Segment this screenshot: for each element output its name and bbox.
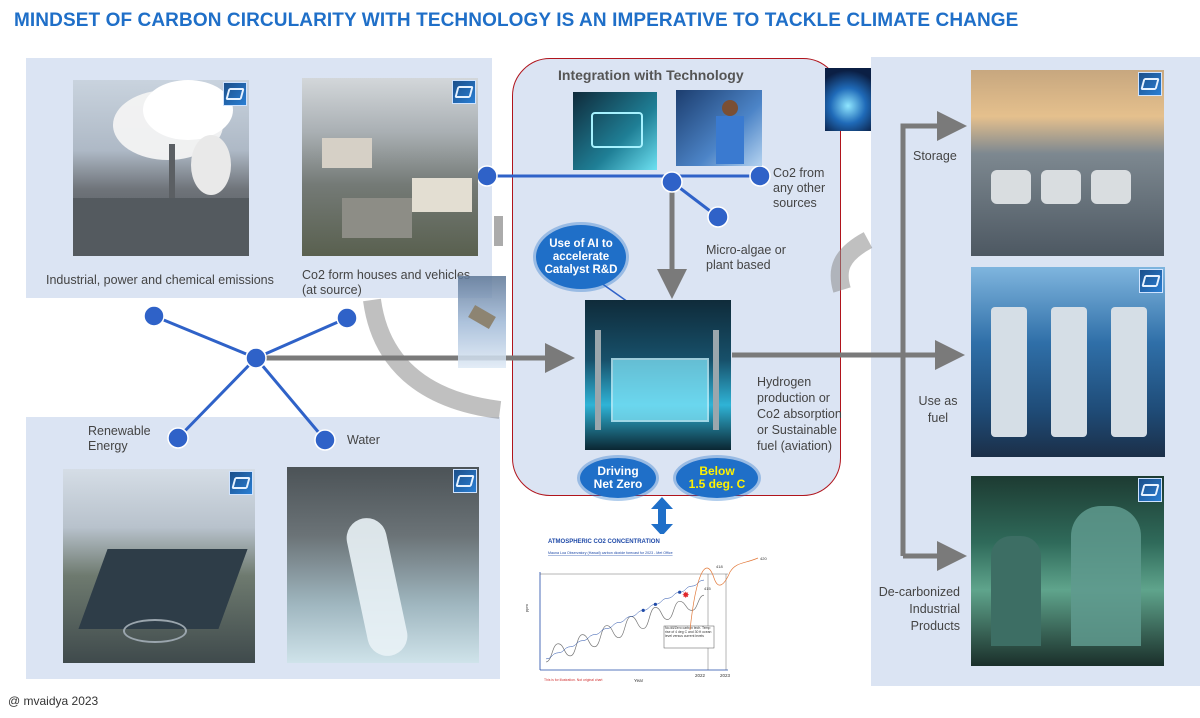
ai-logo-icon: [1139, 269, 1163, 293]
footer-credit: @ mvaidya 2023: [8, 694, 99, 708]
storage-label: Storage: [913, 149, 957, 163]
fuel-line2: fuel: [927, 411, 949, 425]
houses-label-line1: Co2 form houses and vehicles: [302, 268, 471, 282]
co2-chart-svg: ATMOSPHERIC CO2 CONCENTRATION Mauna Loa …: [524, 539, 767, 683]
houses-vehicles-image: [302, 78, 478, 256]
forecast-line: [689, 557, 759, 631]
loop-arrow-right: [830, 232, 873, 293]
trend-point-1: [641, 608, 645, 612]
chart-annot-415: 415: [704, 586, 711, 591]
node-co2-mid: [661, 171, 683, 193]
co2-other-line1: Co2 from: [773, 166, 825, 180]
ai-logo-icon: [452, 80, 476, 104]
industrial-products-image: [971, 476, 1164, 666]
tech-chip-image: [573, 92, 657, 170]
ai-logo-icon: [223, 82, 247, 106]
chart-subtitle: Mauna Loa Observatory (Hawaii) carbon di…: [548, 551, 673, 555]
renewable-label: Renewable Energy: [88, 424, 151, 454]
storage-tanks-image: [971, 70, 1164, 256]
netzero-line2: Net Zero: [593, 477, 643, 491]
chart-title: ATMOSPHERIC CO2 CONCENTRATION: [548, 539, 660, 545]
products-line1: De-carbonized: [878, 585, 960, 599]
co2-other-line3: sources: [773, 196, 817, 210]
below-1-5-callout: Below 1.5 deg. C: [676, 458, 758, 498]
products-line3: Products: [910, 619, 960, 633]
node-co2-left: [476, 165, 498, 187]
reactor-image: [585, 300, 731, 450]
chart-note-box: [663, 625, 715, 649]
ai-logo-icon: [453, 469, 477, 493]
trend-point-3: [678, 590, 682, 594]
houses-label-line2: (at source): [302, 283, 362, 297]
ai-line2: accelerate: [552, 250, 610, 263]
page-title: MINDSET OF CARBON CIRCULARITY WITH TECHN…: [14, 10, 1019, 31]
chart-xlabel: Year: [634, 678, 644, 683]
process-line5: fuel (aviation): [757, 439, 833, 453]
renewable-energy-image: [63, 469, 255, 663]
houses-label: Co2 form houses and vehicles (at source): [302, 268, 470, 298]
node-renewable: [167, 427, 189, 449]
chart-xtick-2023: 2023: [720, 673, 731, 678]
ai-logo-icon: [1138, 72, 1162, 96]
chart-note-text: No-till/Zero carbon tech. Temp rise of 4…: [665, 626, 712, 638]
ai-logo-icon: [229, 471, 253, 495]
co2-other-sources-label: Co2 from any other sources: [773, 166, 825, 211]
co2-other-line2: any other: [773, 181, 826, 195]
algae-label: Micro-algae or plant based: [706, 243, 786, 273]
chart-annot-418: 418: [716, 564, 723, 569]
fuel-label: Use as fuel: [910, 393, 966, 427]
ai-line3: Catalyst R&D: [544, 263, 618, 276]
process-line1: Hydrogen: [757, 375, 812, 389]
wifi-ai-image: [825, 68, 871, 131]
products-label: De-carbonized Industrial Products: [876, 584, 960, 635]
co2-chart: ATMOSPHERIC CO2 CONCENTRATION Mauna Loa …: [518, 534, 780, 684]
below-line2: 1.5 deg. C: [688, 477, 746, 491]
chart-footnote: This is for illustration. Not original c…: [544, 678, 602, 682]
node-algae: [707, 206, 729, 228]
chart-ylabel: ppm: [524, 604, 529, 612]
process-line4: or Sustainable: [757, 423, 837, 437]
renewable-label-line1: Renewable: [88, 424, 151, 438]
seasonal-cycle-line: [545, 594, 705, 663]
node-water: [314, 429, 336, 451]
trend-point-2: [653, 602, 657, 606]
water-label: Water: [347, 433, 380, 447]
node-co2-right: [749, 165, 771, 187]
net-zero-callout: Driving Net Zero: [580, 458, 656, 498]
chart-xtick-2022: 2022: [695, 673, 706, 678]
loop-arrow-left: [363, 298, 502, 419]
chart-marks: ✸: [545, 557, 759, 663]
fuel-station-image: [971, 267, 1165, 457]
products-line2: Industrial: [909, 602, 960, 616]
algae-line2: plant based: [706, 258, 771, 272]
ai-logo-icon: [1138, 478, 1162, 502]
water-image: [287, 467, 479, 663]
process-line2: production or: [757, 391, 830, 405]
industrial-emissions-image: [73, 80, 249, 256]
industrial-label: Industrial, power and chemical emissions: [46, 273, 274, 287]
storage-branch: [900, 111, 967, 556]
fuel-line1: Use as: [918, 394, 958, 408]
satellite-image: [458, 276, 506, 368]
chart-annot-420: 420: [760, 556, 767, 561]
hub-node-center: [245, 347, 267, 369]
renewable-label-line2: Energy: [88, 439, 128, 453]
double-arrow: [651, 497, 673, 536]
ai-line1: Use of AI to: [549, 237, 613, 250]
chart-star-marker: ✸: [682, 590, 690, 600]
node-houses: [336, 307, 358, 329]
tech-engineer-image: [676, 90, 762, 166]
netzero-line1: Driving: [597, 464, 639, 478]
technology-heading: Integration with Technology: [558, 67, 744, 83]
below-line1: Below: [699, 464, 735, 478]
ai-catalyst-callout: Use of AI to accelerate Catalyst R&D: [536, 225, 626, 289]
process-line3: Co2 absorption: [757, 407, 842, 421]
algae-line1: Micro-algae or: [706, 243, 786, 257]
process-label: Hydrogen production or Co2 absorption or…: [757, 374, 842, 454]
node-industrial: [143, 305, 165, 327]
